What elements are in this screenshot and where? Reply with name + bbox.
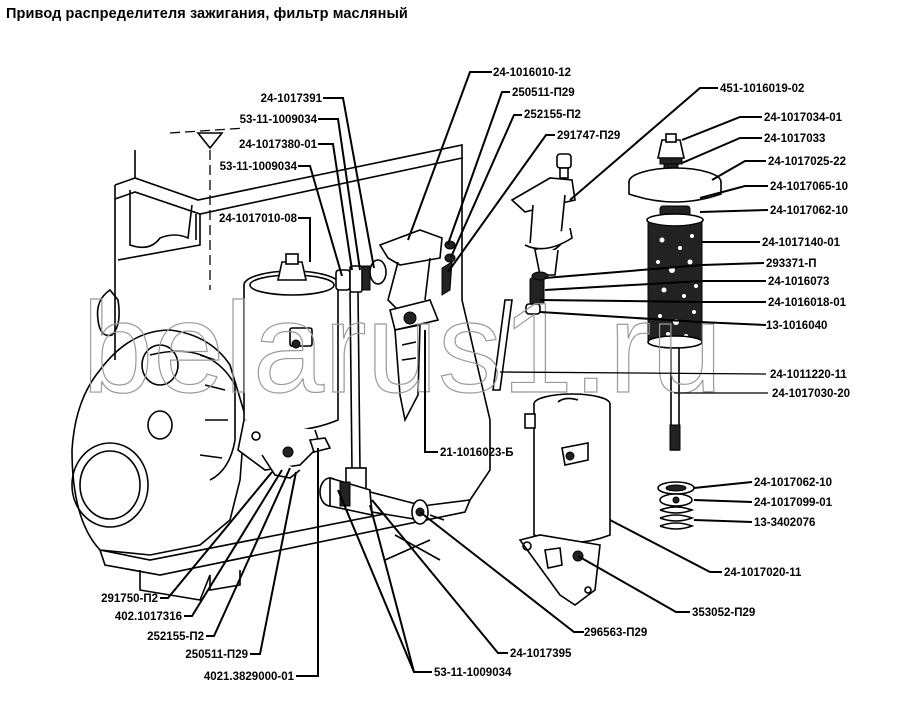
diagram-title: Привод распределителя зажигания, фильтр … [6,6,408,22]
part-label: 24-1017034-01 [764,112,843,124]
part-label: 291750-П2 [101,593,158,605]
part-label: 24-1017062-10 [770,205,848,217]
part-label: 21-1016023-Б [440,447,514,459]
part-label: 53-11-1009034 [434,667,512,679]
part-label: 252155-П2 [147,631,204,643]
oil-pipe-bottom [319,476,445,561]
part-label: 24-1017380-01 [239,139,318,151]
part-label: 24-1017140-01 [762,237,841,249]
oil-filter-assembled [237,253,341,479]
part-label: 250511-П29 [185,649,248,661]
part-label: 24-1017062-10 [754,477,832,489]
part-label: 13-3402076 [754,517,815,529]
part-label: 353052-П29 [692,607,755,619]
part-labels: 24-1016010-12 250511-П29 252155-П2 29174… [101,67,850,683]
watermark: belarus1.ru [82,277,722,420]
part-label: 24-1016073 [768,276,829,288]
part-label: 24-1017033 [764,133,825,145]
part-label: 250511-П29 [512,87,575,99]
part-label: 24-1017020-11 [724,567,802,579]
distributor-drive-exploded [492,153,576,391]
part-label: 24-1017065-10 [770,181,848,193]
part-label: 24-1017099-01 [754,497,833,509]
part-label: 53-11-1009034 [240,114,318,126]
part-label: 24-1017010-08 [219,213,298,225]
part-label: 296563-П29 [584,627,647,639]
part-label: 291747-П29 [557,130,620,142]
part-label: 252155-П2 [524,109,581,121]
part-label: 24-1017391 [261,93,323,105]
part-label: 451-1016019-02 [720,83,804,95]
leader-lines [160,71,769,677]
part-label: 24-1017395 [510,648,572,660]
part-label: 402.1017316 [115,611,182,623]
part-label: 13-1016040 [766,320,827,332]
part-label: 24-1017025-22 [768,156,846,168]
part-label: 293371-П [766,258,816,270]
part-label: 24-1016010-12 [493,67,571,79]
part-label: 24-1017030-20 [772,388,850,400]
part-label: 4021.3829000-01 [204,671,295,683]
oil-filter-exploded [628,133,722,530]
part-label: 53-11-1009034 [220,161,298,173]
part-label: 24-1011220-11 [770,369,847,381]
part-label: 24-1016018-01 [768,297,847,309]
filter-housing [518,393,611,606]
